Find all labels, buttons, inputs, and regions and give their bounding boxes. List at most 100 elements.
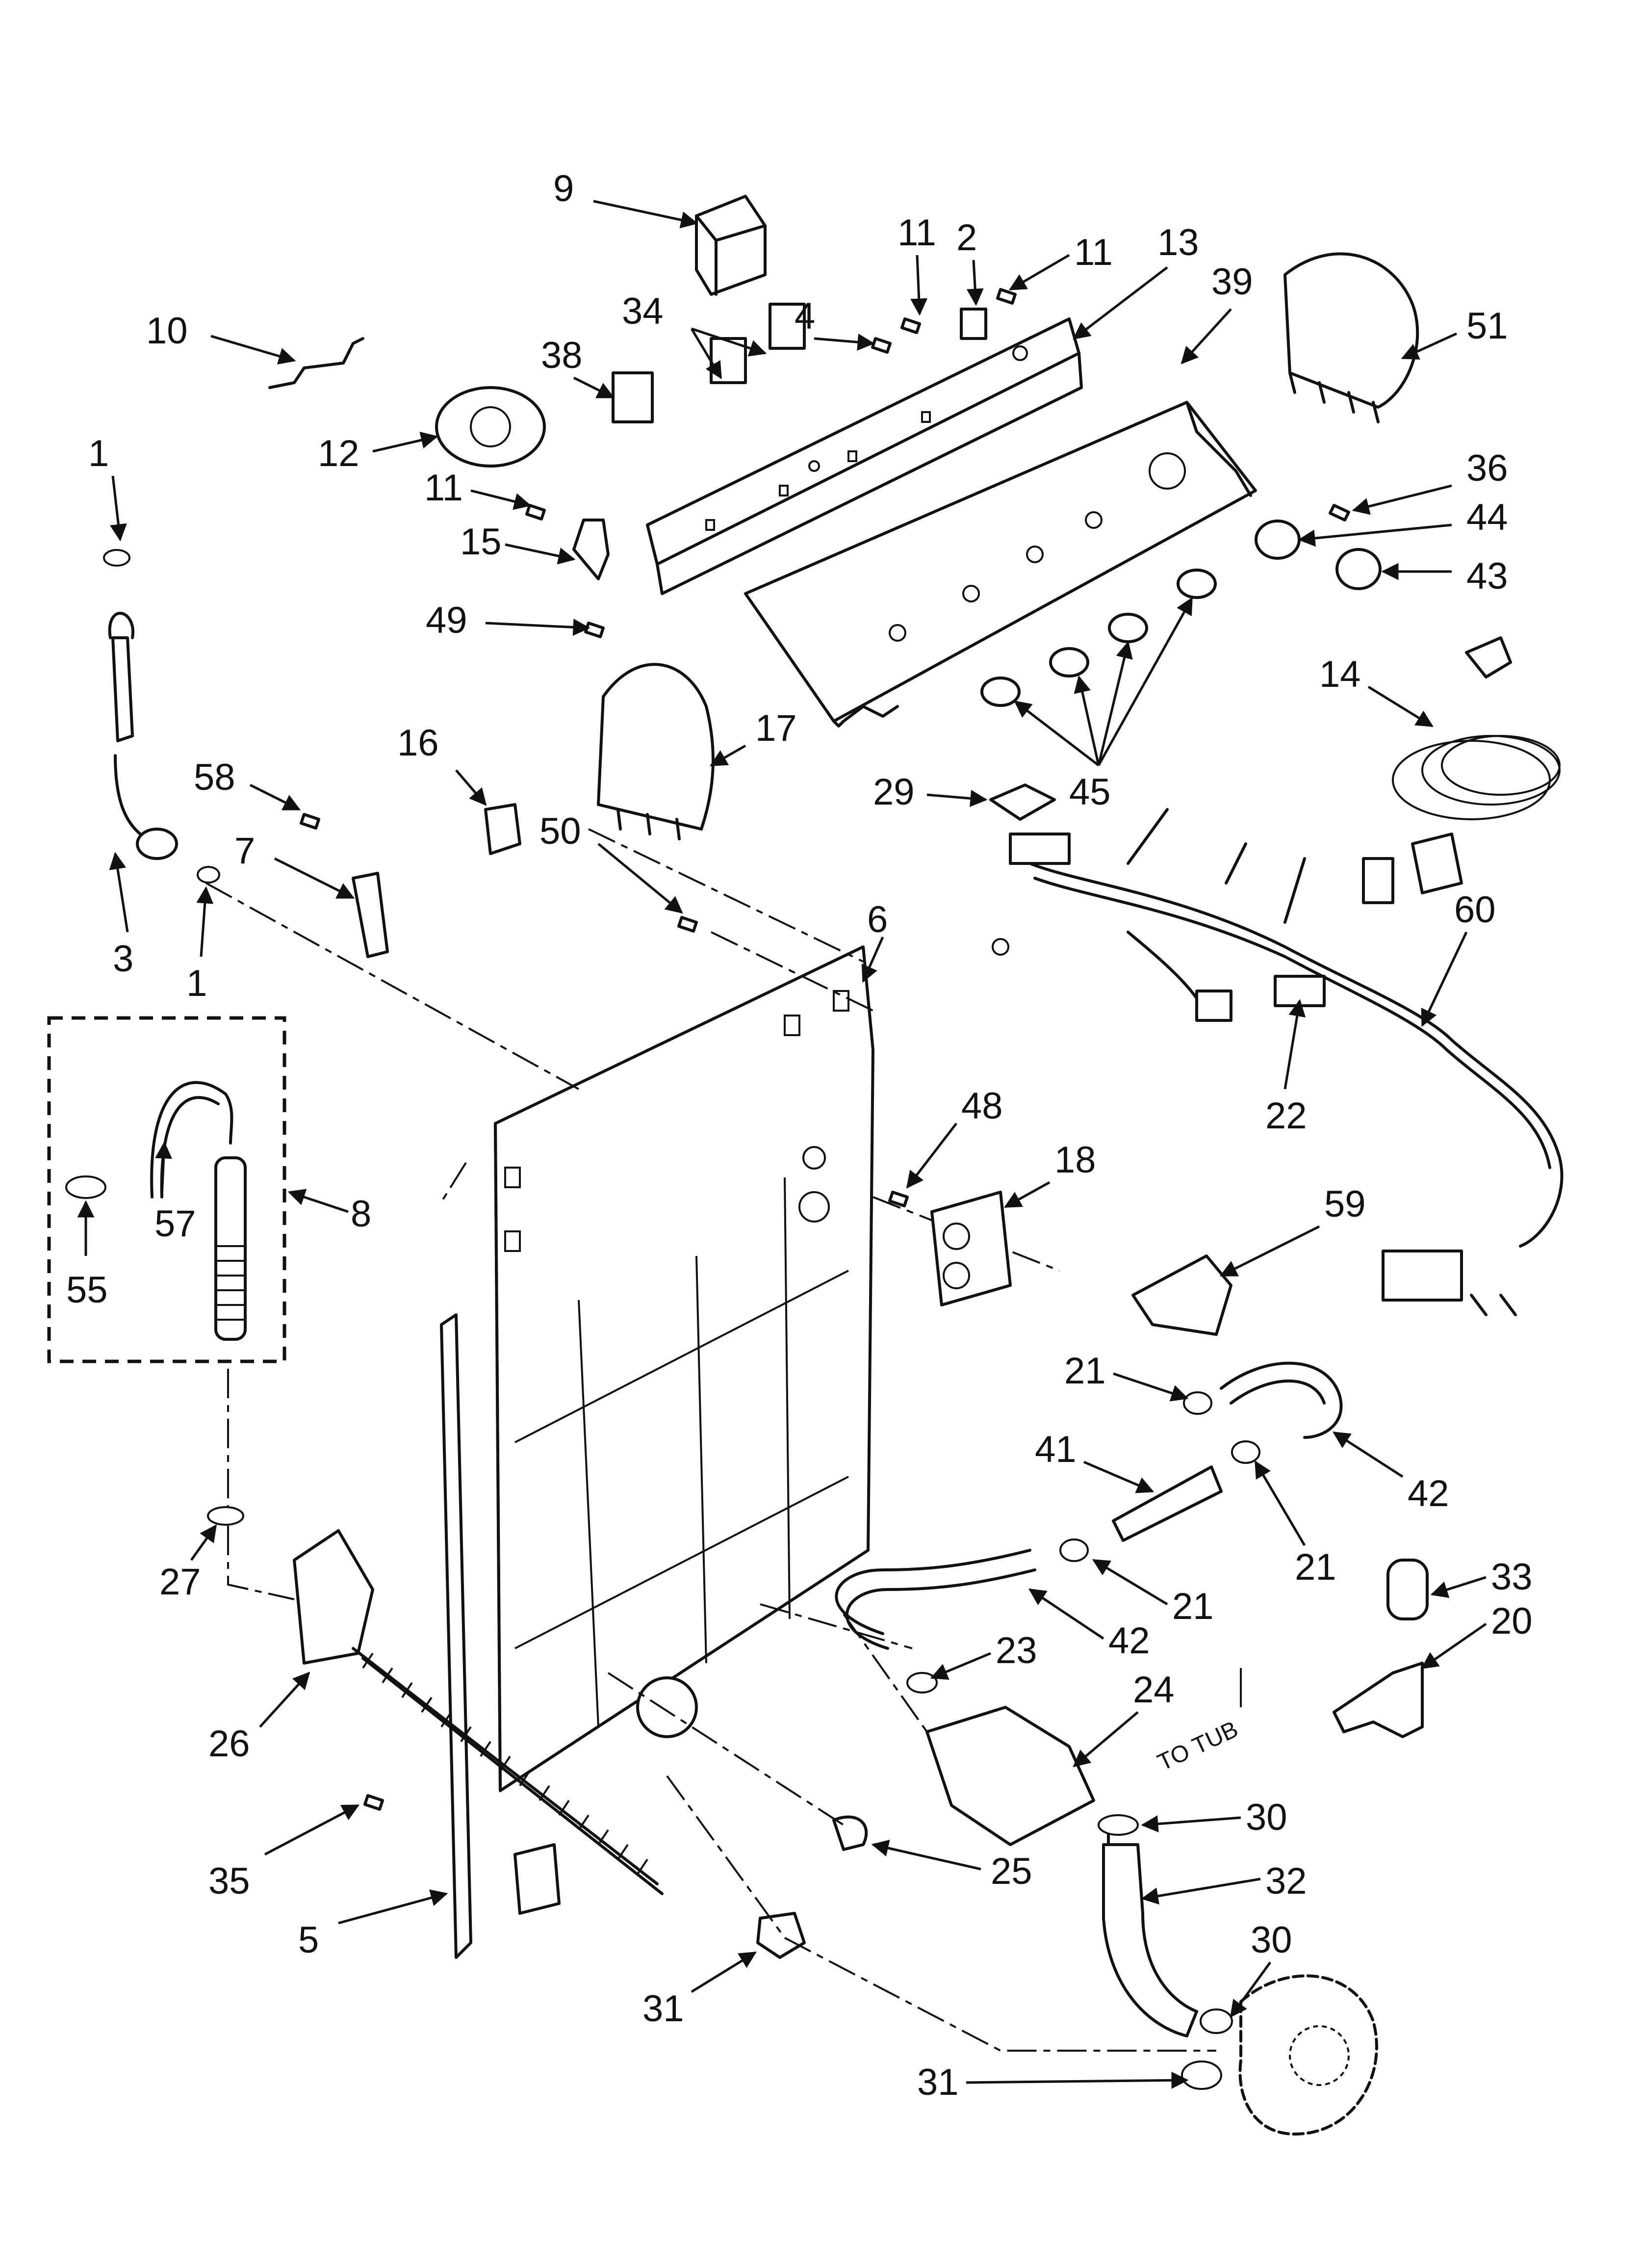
timer-9 xyxy=(695,195,767,296)
callout-55: 58 xyxy=(194,756,235,798)
callout-39: 39 xyxy=(1211,261,1253,303)
small-parts-top xyxy=(268,195,1056,1811)
plug-25 xyxy=(832,1815,868,1851)
part-5 xyxy=(352,872,389,958)
clamp-27 xyxy=(207,1506,244,1526)
washer-1-top xyxy=(103,549,130,567)
callout-44: 43 xyxy=(1466,555,1508,597)
wiring-harness xyxy=(992,808,1564,1316)
callout-50: 50 xyxy=(539,810,581,852)
callout-1-top: 1 xyxy=(88,433,109,474)
callout-42: 42 xyxy=(1108,1620,1150,1662)
callout-16: 17 xyxy=(755,707,797,749)
callout-35: 35 xyxy=(208,1860,250,1902)
hose-43 xyxy=(1220,1361,1343,1439)
callout-28: 31 xyxy=(642,1988,684,2030)
drain-hose-32 xyxy=(1102,1843,1198,2037)
callout-14: 14 xyxy=(1319,653,1361,695)
callout-2: 2 xyxy=(956,217,977,259)
callout-1: 1 xyxy=(186,963,207,1004)
power-cord-14 xyxy=(1392,636,1561,894)
callout-38: 38 xyxy=(541,335,583,376)
callout-12: 12 xyxy=(318,433,359,474)
nut-28-icon xyxy=(756,1912,806,1959)
clip-17 xyxy=(572,519,610,580)
washer-1 xyxy=(197,866,220,884)
callout-6: 6 xyxy=(867,899,888,940)
motor-12-icon xyxy=(435,386,546,468)
callout-34: 34 xyxy=(622,290,664,332)
callout-3: 3 xyxy=(113,938,133,980)
connector-60 xyxy=(1382,1250,1463,1302)
callout-4: 4 xyxy=(795,295,815,337)
callout-11a: 11 xyxy=(898,212,936,254)
bracket-20 xyxy=(1333,1662,1424,1738)
callout-29: 29 xyxy=(873,771,915,813)
cabinet-rear-panel xyxy=(494,945,874,1851)
callout-18: 18 xyxy=(1054,1139,1096,1181)
switch-38 xyxy=(612,371,654,423)
callout-30a: 30 xyxy=(1246,1797,1287,1838)
callout-21b: 21 xyxy=(1295,1546,1336,1588)
callout-31: 31 xyxy=(917,2061,959,2103)
callout-43: 42 xyxy=(1408,1473,1449,1514)
callout-51: 51 xyxy=(1466,305,1508,347)
part-15 xyxy=(484,803,521,855)
shield-59 xyxy=(1131,1254,1232,1336)
callout-20: 20 xyxy=(1491,1600,1533,1642)
part-29 xyxy=(989,783,1056,821)
callout-49: 49 xyxy=(426,600,467,641)
screw-icons xyxy=(300,288,1017,1811)
callout-labels: 9 11 2 11 13 39 51 34 4 10 38 12 11 15 4… xyxy=(66,168,1533,2103)
callout-59: 59 xyxy=(1324,1183,1366,1225)
callout-7: 5 xyxy=(298,1919,319,1961)
console-front-panel xyxy=(744,401,1257,723)
callout-32: 32 xyxy=(1265,1860,1307,1902)
left-hose-parts xyxy=(47,549,295,1600)
callout-17: 15 xyxy=(460,521,502,563)
callout-60: 60 xyxy=(1454,889,1496,931)
callout-10: 10 xyxy=(146,310,188,352)
callout-36: 36 xyxy=(1466,447,1508,489)
callout-41: 41 xyxy=(1035,1429,1077,1470)
callout-8: 8 xyxy=(351,1193,371,1235)
callout-21a: 21 xyxy=(1064,1350,1106,1392)
part-2 xyxy=(960,308,987,340)
end-cap-16 xyxy=(597,663,715,831)
assembly-lines xyxy=(205,828,1216,2052)
knob-45-icon xyxy=(1255,520,1301,560)
callout-15: 16 xyxy=(397,722,439,764)
callout-11b: 11 xyxy=(1074,232,1113,273)
console-assembly xyxy=(597,252,1419,840)
knob-hole-icons xyxy=(889,452,1186,642)
bracket-10 xyxy=(268,337,364,389)
callout-57: 57 xyxy=(154,1203,196,1245)
to-tub-note: TO TUB xyxy=(1154,1716,1242,1776)
drain-hose-kit-box xyxy=(47,1016,286,1363)
callout-30b: 30 xyxy=(1251,1919,1292,1961)
callout-25: 25 xyxy=(991,1851,1032,1892)
callout-58: 55 xyxy=(66,1269,108,1311)
callout-26: 26 xyxy=(208,1723,250,1765)
pump-housing xyxy=(1238,1974,1378,2136)
capacitor-33 xyxy=(1386,1559,1429,1620)
bracket-26 xyxy=(293,1529,374,1665)
end-cap-51 xyxy=(1283,252,1419,409)
callout-21c: 21 xyxy=(1172,1586,1214,1627)
fitting-41 xyxy=(1112,1465,1223,1542)
callout-48: 48 xyxy=(961,1085,1003,1127)
callout-9: 9 xyxy=(553,168,574,209)
callout-23: 23 xyxy=(996,1630,1037,1671)
callout-45: 44 xyxy=(1466,496,1508,538)
knob-44-icon xyxy=(1335,548,1382,590)
screw-36-icon xyxy=(1329,504,1350,521)
side-rail-7 xyxy=(440,1313,472,1959)
spring-26-icon xyxy=(352,1647,659,1885)
callout-46: 45 xyxy=(1069,771,1111,813)
callout-22: 22 xyxy=(1265,1095,1307,1137)
callout-24: 24 xyxy=(1133,1669,1175,1711)
hose-42 xyxy=(835,1549,1031,1635)
callout-11c: 11 xyxy=(424,467,463,509)
callout-27: 27 xyxy=(159,1561,201,1603)
water-valve-18 xyxy=(930,1191,1012,1306)
